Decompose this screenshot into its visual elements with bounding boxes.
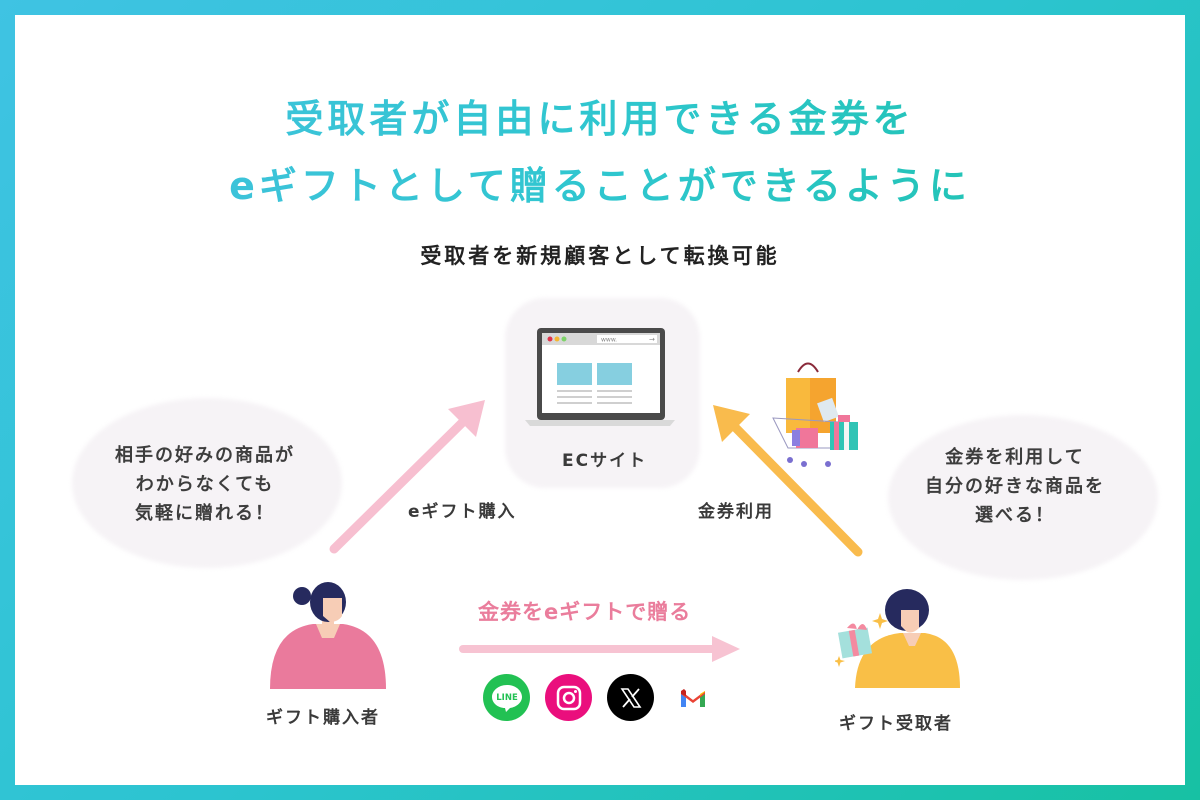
send-arrow-label: 金券をeギフトで贈る: [478, 600, 692, 624]
subheadline: 受取者を新規顧客として転換可能: [420, 244, 780, 268]
left-bubble-text: 相手の好みの商品が わからなくても 気軽に贈れる！: [85, 441, 325, 528]
use-arrow-label: 金券利用: [698, 502, 774, 522]
ec-site-label: ECサイト: [562, 451, 648, 471]
svg-text:LINE: LINE: [496, 693, 518, 703]
left-bubble-backdrop: [72, 398, 342, 568]
left-bubble-line: 相手の好みの商品が: [115, 445, 295, 466]
purchase-arrow-label: eギフト購入: [408, 502, 517, 522]
gift-receiver-avatar: [835, 589, 960, 688]
gift-buyer-avatar: [270, 582, 386, 689]
laptop-browser-icon: www. →: [525, 328, 675, 426]
use-arrow: [713, 405, 863, 557]
right-bubble-line: 金券を利用して: [945, 447, 1085, 468]
line-icon[interactable]: LINE: [483, 674, 530, 721]
gift-buyer-label: ギフト購入者: [266, 708, 380, 728]
right-bubble-line: 選べる！: [975, 505, 1055, 526]
headline-line-1: 受取者が自由に利用できる金券を: [0, 88, 1200, 143]
left-bubble-line: 気軽に贈れる！: [135, 503, 275, 524]
right-bubble-text: 金券を利用して 自分の好きな商品を 選べる！: [895, 443, 1135, 530]
gift-receiver-label: ギフト受取者: [839, 714, 953, 734]
gmail-icon[interactable]: [669, 674, 716, 721]
right-bubble-backdrop: [888, 415, 1158, 580]
instagram-icon[interactable]: [545, 674, 592, 721]
send-arrow: [459, 636, 740, 662]
x-icon[interactable]: [607, 674, 654, 721]
headline-line-2: eギフトとして贈ることができるように: [0, 155, 1200, 210]
svg-text:→: →: [649, 336, 655, 344]
svg-text:www.: www.: [601, 337, 617, 344]
right-bubble-line: 自分の好きな商品を: [925, 476, 1105, 497]
shopping-cart-icon: [772, 362, 858, 467]
purchase-arrow: [329, 400, 485, 554]
left-bubble-line: わからなくても: [135, 474, 275, 495]
